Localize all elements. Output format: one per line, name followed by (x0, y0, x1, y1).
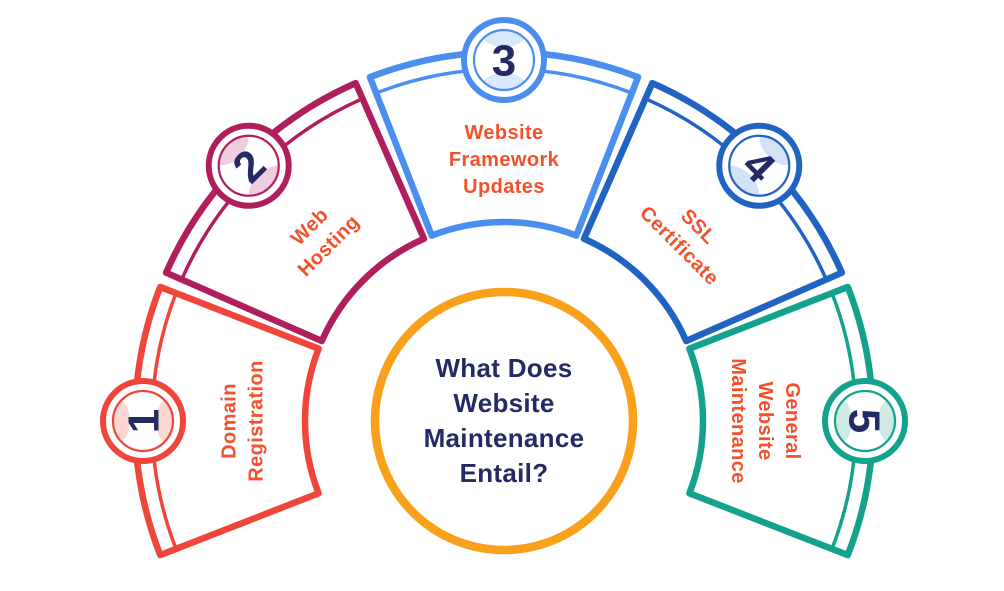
segment-wedge (686, 283, 877, 559)
badge-2: 2 (205, 122, 292, 209)
badge-crescents (481, 31, 527, 89)
segment-wedge (131, 283, 322, 559)
segment-wedge (366, 48, 642, 239)
badge-crescent-top (759, 130, 795, 166)
segment-general-website-maintenance: GeneralWebsiteMaintenance 5 (686, 283, 908, 559)
badge-inner-ring (472, 28, 536, 92)
segment-label-group: GeneralWebsiteMaintenance (727, 358, 803, 484)
badge-4: 4 (716, 122, 803, 209)
badge-crescent-top (878, 400, 894, 442)
badge-inner-ring (728, 134, 791, 197)
badge-crescent-top (114, 400, 130, 442)
badge-number: 3 (492, 37, 516, 86)
badge-crescent-top (213, 130, 249, 166)
badge-inner-ring (111, 389, 175, 453)
badge-number: 1 (120, 409, 169, 433)
segment-label: GeneralWebsiteMaintenance (727, 358, 803, 484)
badge-outer-ring (461, 17, 547, 103)
badge-outer-ring (822, 378, 908, 464)
segment-wedge (580, 79, 846, 345)
badge-1: 1 (100, 378, 186, 464)
badge-3: 3 (461, 17, 547, 103)
center-circle (370, 287, 638, 555)
badge-crescent-bottom (481, 73, 527, 89)
badge-5: 5 (822, 378, 908, 464)
badge-crescent-bottom (836, 398, 852, 444)
badge-crescents (114, 398, 172, 444)
segment-wedge (162, 79, 428, 345)
badge-outer-ring (100, 378, 186, 464)
badge-inner-ring (217, 134, 280, 197)
badge-number: 5 (840, 409, 889, 433)
badge-crescent-bottom (156, 398, 172, 444)
badge-crescent-top (483, 31, 525, 47)
badge-crescents (836, 398, 894, 444)
badge-inner-ring (833, 389, 897, 453)
